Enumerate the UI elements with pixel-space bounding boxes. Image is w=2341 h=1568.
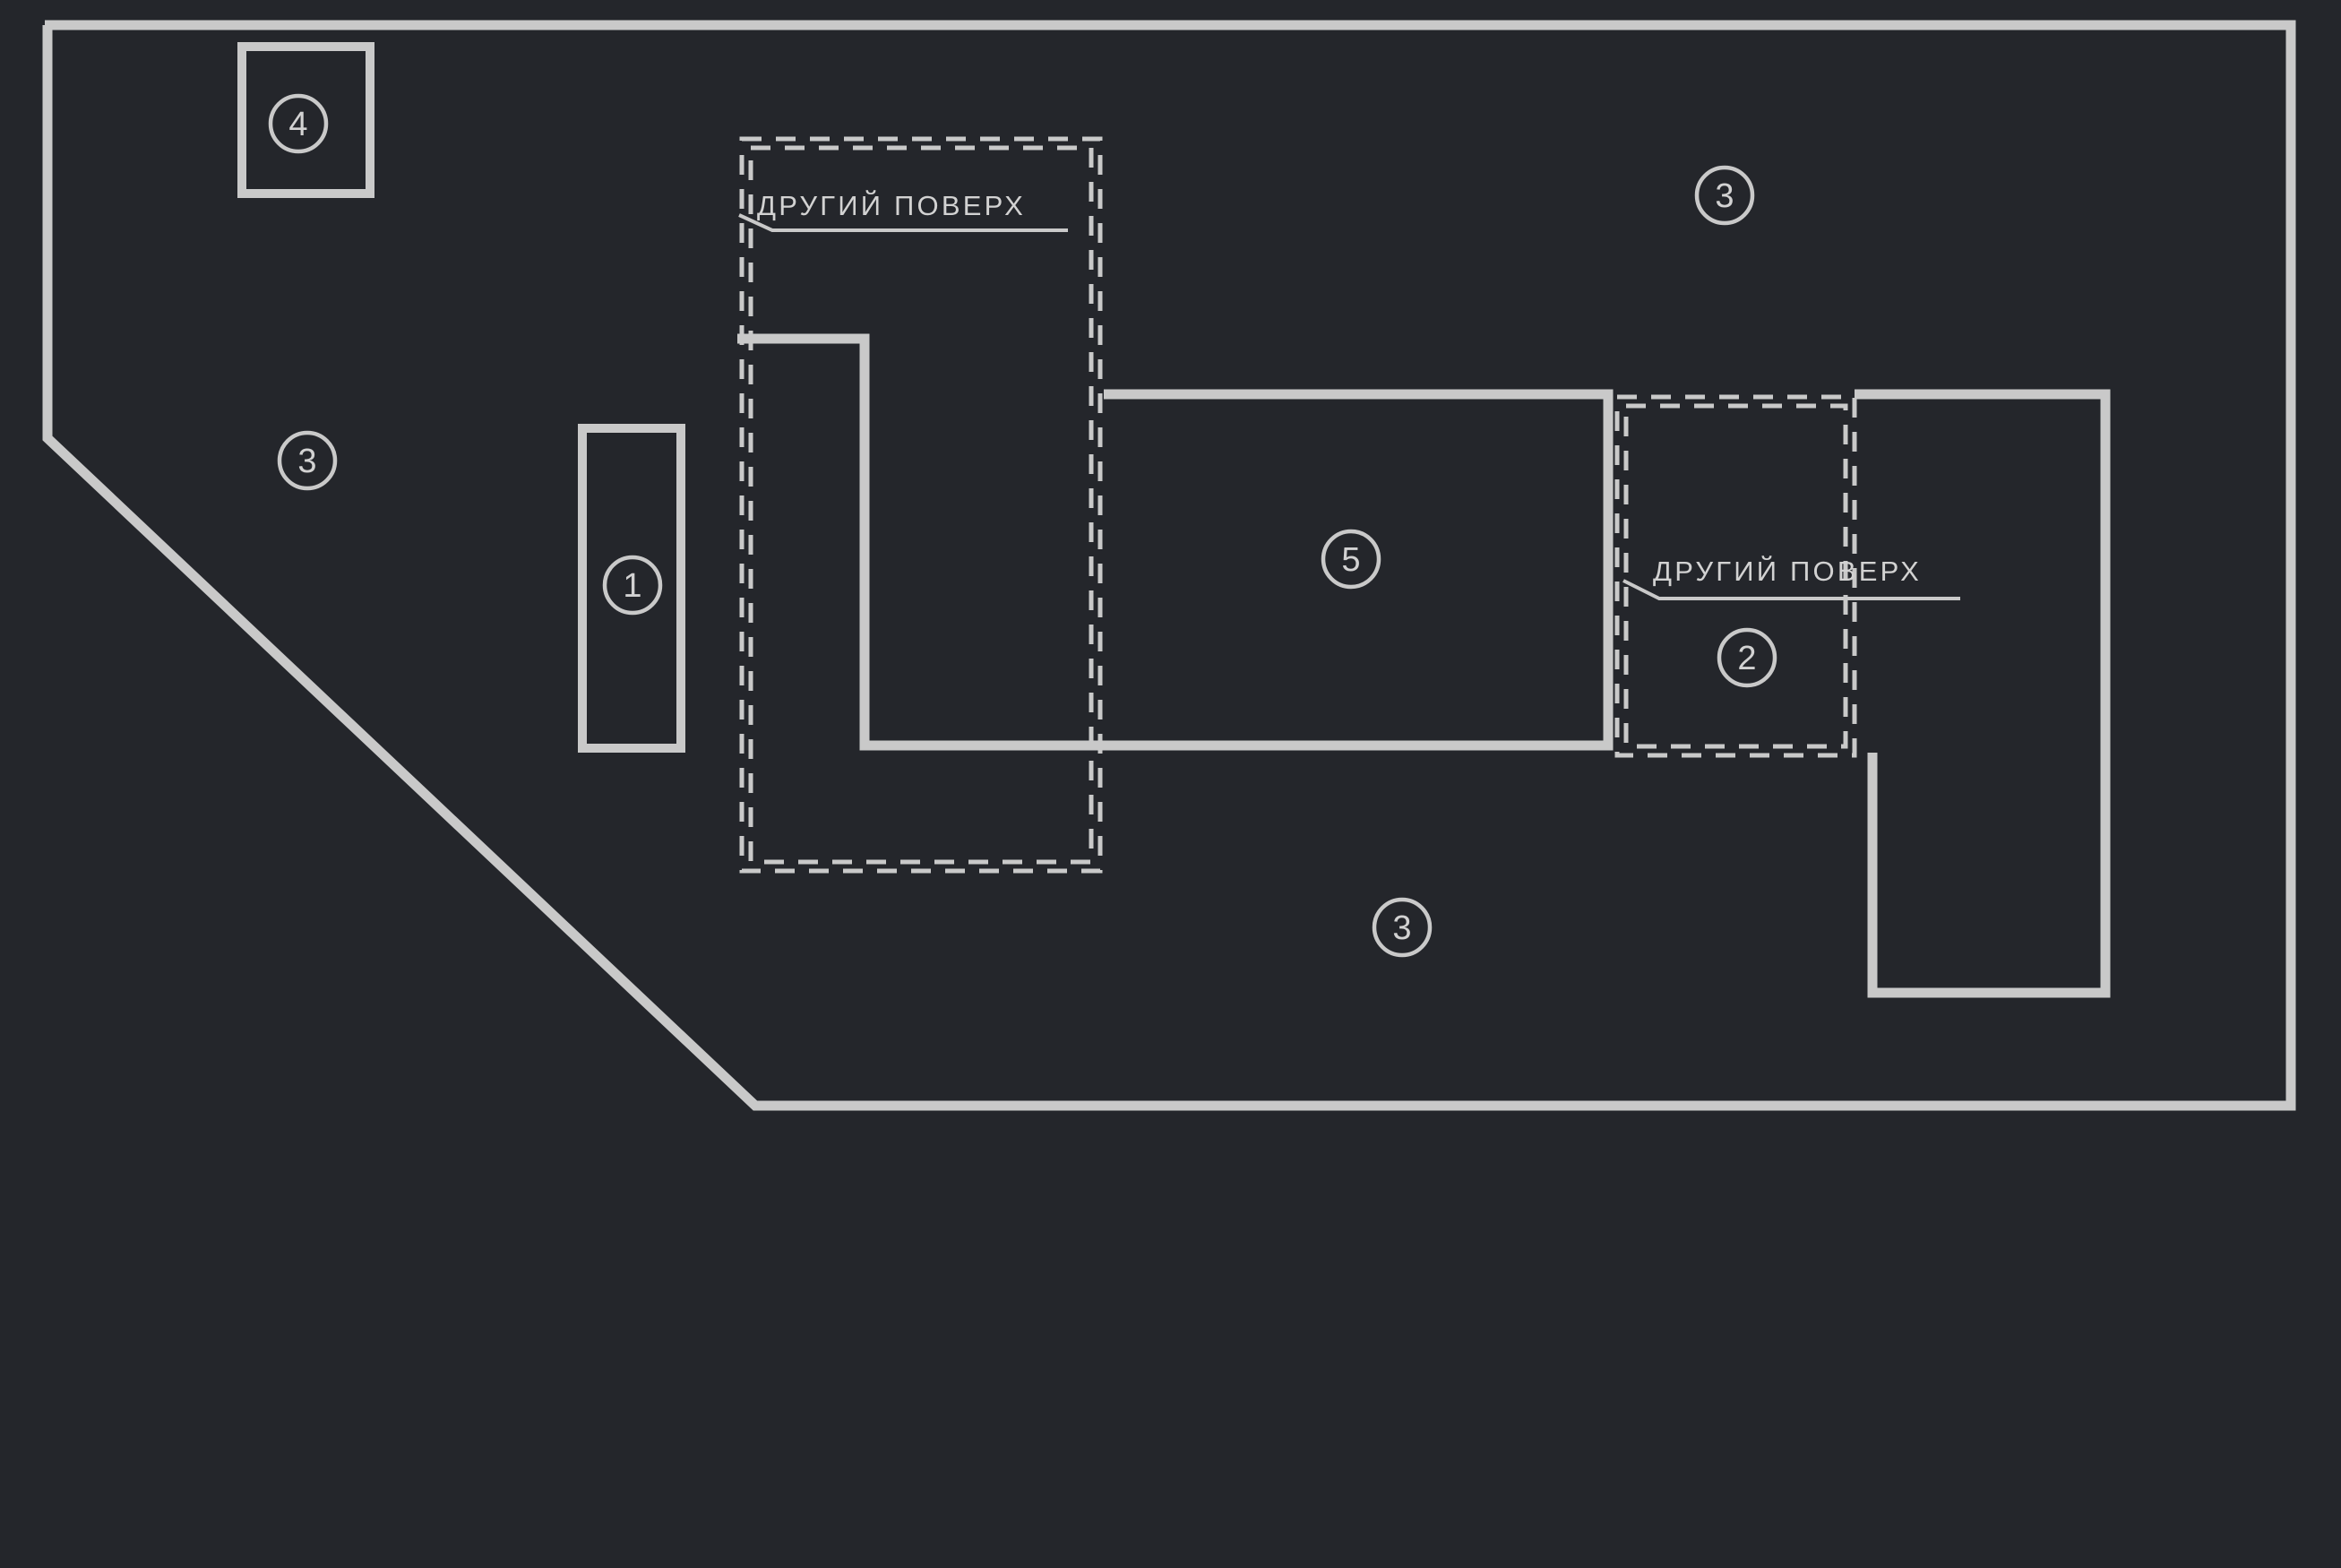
room-marker-2[interactable]: 2 (1717, 627, 1777, 688)
marker-circle-outline (277, 430, 338, 491)
room-marker-3-top-right[interactable]: 3 (1694, 165, 1755, 226)
room-marker-5[interactable]: 5 (1321, 529, 1381, 590)
second-floor-label-left: ДРУГИЙ ПОВЕРХ (757, 189, 1026, 221)
right-room-outline (1855, 389, 2111, 998)
marker-circle-outline (1372, 897, 1433, 958)
room-1-outline (578, 424, 685, 753)
dashed-zone-right-inner (1623, 403, 1848, 749)
room-marker-4[interactable]: 4 (268, 93, 329, 154)
leader-line-right (1622, 579, 1960, 600)
dashed-zone-left-outer (739, 136, 1103, 874)
leader-line-left (738, 213, 1068, 232)
second-floor-label-right: ДРУГИЙ ПОВЕРХ (1653, 555, 1922, 587)
dashed-zone-right-outer (1614, 394, 1857, 758)
marker-number: 5 (1341, 541, 1360, 579)
room-5-outline (865, 389, 1614, 751)
marker-circle-outline (1717, 627, 1777, 688)
marker-number: 4 (288, 106, 307, 143)
marker-number: 3 (297, 443, 316, 480)
outer-boundary-wall (42, 20, 2296, 1111)
room-marker-3-left[interactable]: 3 (277, 430, 338, 491)
marker-circle-outline (268, 93, 329, 154)
room-4-outline (237, 42, 374, 198)
marker-circle-outline (1321, 529, 1381, 590)
marker-circle-outline (1694, 165, 1755, 226)
marker-number: 2 (1737, 640, 1756, 677)
dashed-zone-left-inner (748, 145, 1094, 865)
room-marker-1[interactable]: 1 (602, 555, 663, 616)
left-room-step-wall (737, 333, 1104, 751)
marker-circle-outline (602, 555, 663, 616)
marker-number: 1 (623, 567, 641, 605)
marker-number: 3 (1715, 177, 1734, 215)
marker-number: 3 (1392, 909, 1411, 947)
room-marker-3-bottom[interactable]: 3 (1372, 897, 1433, 958)
